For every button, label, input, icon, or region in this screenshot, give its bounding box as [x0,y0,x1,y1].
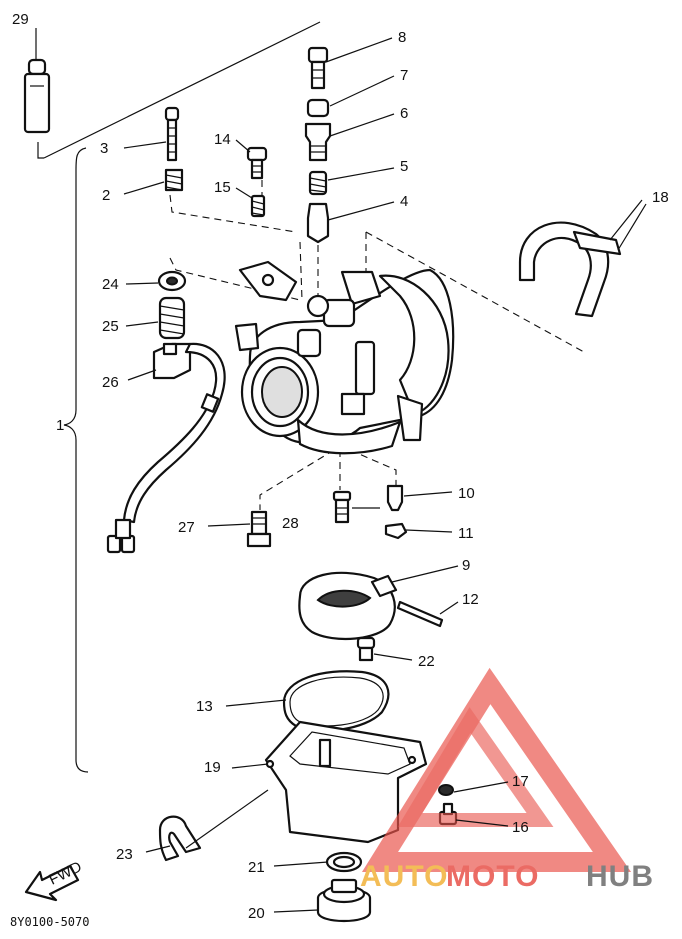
callout-24: 24 [102,276,119,293]
part-13-gasket [282,670,390,732]
carburetor-body [234,260,455,455]
part-14-screw [246,146,268,180]
callout-7: 7 [400,67,408,84]
part-2-spring [164,168,184,192]
part-18-hose [518,221,622,318]
callout-3: 3 [100,140,108,157]
watermark-brand-left: AUTO [360,860,448,893]
watermark-triangle-icon [361,667,632,872]
part-4-needle [306,202,330,244]
part-19-float-bowl [264,720,428,844]
callout-11: 11 [458,525,474,542]
callout-12: 12 [462,591,479,608]
forward-direction-arrow-icon: FWD [24,858,85,902]
part-9-float [298,571,398,641]
part-15-spring [250,194,266,218]
part-27-pilot-jet [246,510,272,548]
callout-16: 16 [512,819,529,836]
callout-26: 26 [102,374,119,391]
callout-22: 22 [418,653,435,670]
callout-23: 23 [116,846,133,863]
callout-17: 17 [512,773,529,790]
assembly-brace [63,147,89,773]
part-5-spring [308,170,328,196]
part-8-screw [307,46,329,90]
part-6-valve-seat [304,122,332,162]
callout-10: 10 [458,485,475,502]
part-20-drain-plug [316,878,372,922]
callout-20: 20 [248,905,265,922]
part-12-float-pin [396,600,444,628]
callout-6: 6 [400,105,408,122]
callout-18: 18 [652,189,669,206]
leader-lines [35,28,647,913]
callout-5: 5 [400,158,408,175]
callout-14: 14 [214,131,231,148]
callout-2: 2 [102,187,110,204]
watermark-brand-mid: MOTO [446,860,539,893]
part-11-washer [384,522,408,540]
callout-8: 8 [398,29,406,46]
part-28-main-jet [332,490,352,524]
callout-21: 21 [248,859,265,876]
part-21-o-ring [325,851,363,873]
callout-19: 19 [204,759,221,776]
callout-15: 15 [214,179,231,196]
part-25-spring [158,296,186,340]
callout-1: 1 [56,417,64,434]
part-24-washer [157,270,187,292]
part-23-clamp [158,815,202,862]
figure-code: 8Y0100-5070 [10,915,89,929]
callout-29: 29 [12,11,29,28]
callout-4: 4 [400,193,408,210]
part-29-starter-plunger [23,58,51,134]
watermark-logo: AUTO MOTO HUB [360,667,654,893]
part-17-washer [438,784,454,796]
part-7-washer [306,98,330,118]
part-10-needle-jet [386,484,404,512]
callout-13: 13 [196,698,213,715]
part-26-fitting-and-hose [106,342,226,554]
part-22-screw [356,636,376,662]
part-3-screw [164,106,180,162]
callout-25: 25 [102,318,119,335]
callout-9: 9 [462,557,470,574]
watermark-brand-right: HUB [586,860,654,893]
callout-labels: 29 3 2 14 15 8 7 6 5 4 18 24 25 26 1 10 … [12,11,669,922]
callout-27: 27 [178,519,195,536]
callout-28: 28 [282,515,299,532]
